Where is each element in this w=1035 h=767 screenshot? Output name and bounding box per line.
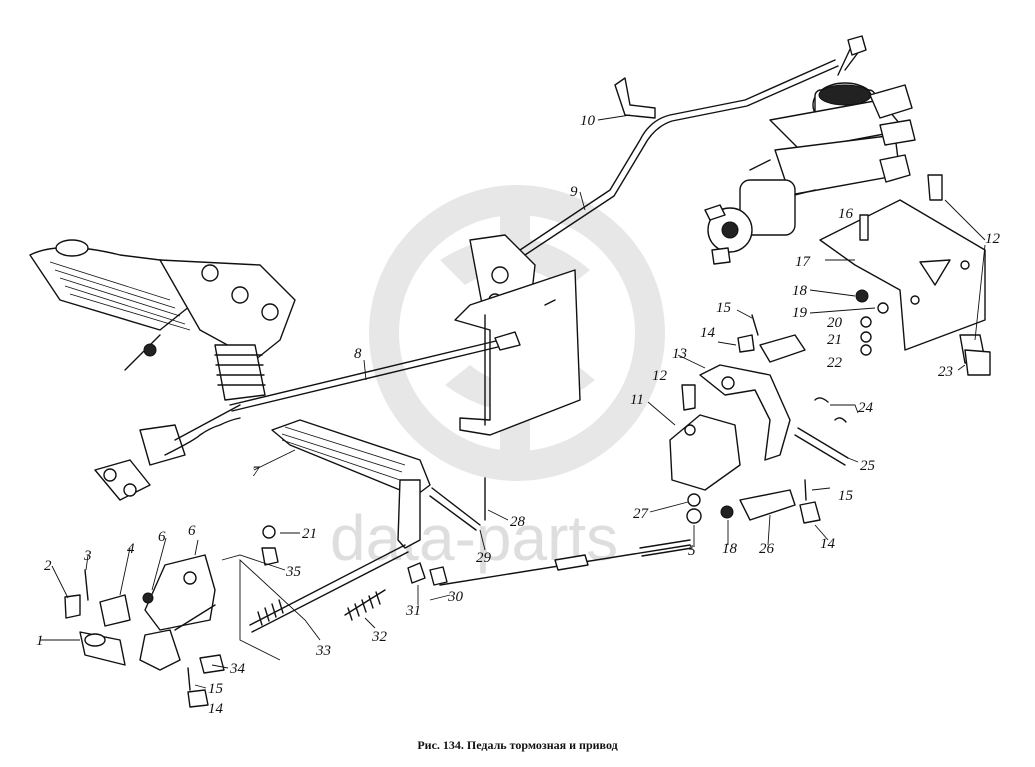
label-15-upper: 15 (716, 300, 732, 316)
part-labels: 1 2 3 4 6 6 7 8 9 10 11 12 12 13 14 14 1… (36, 113, 1001, 717)
clevis-upper-right (737, 334, 806, 363)
washer-21-lower (262, 525, 276, 539)
washer-27 (687, 493, 701, 507)
label-16: 16 (838, 206, 854, 222)
label-21-upper: 21 (827, 332, 842, 348)
pedal-7 (271, 419, 431, 549)
label-6-right: 6 (188, 523, 196, 539)
label-15-right: 15 (838, 488, 854, 504)
pivot-bracket-6 (139, 554, 216, 671)
washer-20 (860, 316, 872, 328)
washer-21-upper (860, 331, 872, 343)
label-7: 7 (252, 464, 261, 480)
figure-caption: Рис. 134. Педаль тормозная и привод (417, 738, 618, 752)
label-1: 1 (36, 633, 44, 649)
pin-14-right (799, 501, 821, 524)
cotter-15-right (804, 479, 807, 501)
bracket-10 (614, 77, 656, 119)
label-10: 10 (580, 113, 596, 129)
pin-14-lower (187, 689, 209, 708)
bolt-12-mid (681, 384, 696, 411)
label-4: 4 (127, 541, 135, 557)
nut-5-right (686, 508, 702, 524)
label-19: 19 (792, 305, 808, 321)
nut-22 (860, 344, 872, 356)
label-27: 27 (633, 506, 650, 522)
lever-13 (699, 364, 791, 461)
pedal-assembly-top (29, 239, 296, 501)
label-31: 31 (405, 603, 421, 619)
label-12-right: 12 (985, 231, 1001, 247)
label-30: 30 (447, 589, 464, 605)
label-14-lower: 14 (208, 701, 224, 717)
label-25: 25 (860, 458, 876, 474)
nut-5-left (142, 592, 154, 604)
label-34: 34 (229, 661, 246, 677)
label-8: 8 (354, 346, 362, 362)
clevis-26 (739, 489, 796, 521)
rod-long-lower (439, 539, 693, 586)
cotter-15-lower (187, 667, 191, 691)
bolt-35 (261, 547, 279, 566)
pin-1 (79, 631, 126, 666)
mounting-plate (454, 269, 581, 436)
label-13: 13 (672, 346, 687, 362)
label-33: 33 (315, 643, 331, 659)
rod-33 (249, 544, 409, 633)
clevis-31 (407, 562, 426, 584)
label-3: 3 (83, 548, 92, 564)
cotter-15-upper (751, 314, 759, 336)
pin-30 (429, 566, 448, 586)
label-29: 29 (476, 550, 492, 566)
pin-2 (64, 594, 81, 619)
clip-24 (814, 397, 847, 423)
leader-lines (40, 114, 986, 689)
label-18-upper: 18 (792, 283, 808, 299)
label-22: 22 (827, 355, 843, 371)
label-23: 23 (938, 364, 953, 380)
label-14-upper: 14 (700, 325, 716, 341)
label-2: 2 (44, 558, 52, 574)
label-14-right: 14 (820, 536, 836, 552)
cotter-3 (84, 569, 89, 601)
label-17: 17 (795, 254, 812, 270)
pin-34 (199, 654, 225, 674)
label-35: 35 (285, 564, 302, 580)
label-32: 32 (371, 629, 388, 645)
label-18-lower: 18 (722, 541, 738, 557)
bolt-12-top (927, 174, 943, 201)
label-12-mid: 12 (652, 368, 668, 384)
label-9: 9 (570, 184, 578, 200)
clevis-4 (99, 594, 131, 627)
label-6-left: 6 (158, 529, 166, 545)
label-26: 26 (759, 541, 775, 557)
bolt-16 (859, 214, 869, 241)
bolt-23 (959, 334, 991, 376)
label-15-lower: 15 (208, 681, 224, 697)
label-20: 20 (827, 315, 843, 331)
bracket-11 (669, 414, 741, 491)
spring-32 (344, 589, 386, 621)
washer-19 (877, 302, 889, 314)
label-21-lower: 21 (302, 526, 317, 542)
brake-valve-assembly (704, 35, 916, 265)
label-28: 28 (510, 514, 526, 530)
bracket-17 (819, 199, 986, 351)
label-11: 11 (630, 392, 644, 408)
nut-18-upper (855, 289, 869, 303)
pin-25 (794, 427, 849, 466)
nut-18-lower (720, 505, 734, 519)
pin-29 (429, 487, 481, 531)
label-5: 5 (688, 543, 696, 559)
label-24: 24 (858, 400, 874, 416)
